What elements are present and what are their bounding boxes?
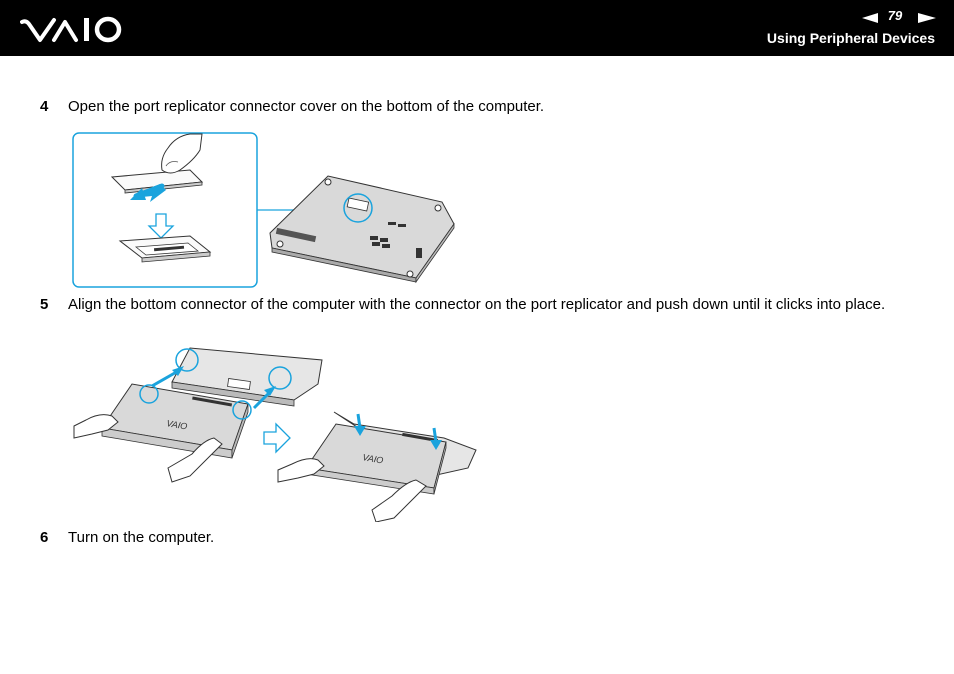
next-page-icon[interactable] <box>918 10 936 28</box>
svg-text:VAIO: VAIO <box>362 452 384 465</box>
step-text: Open the port replicator connector cover… <box>68 98 545 115</box>
vaio-logo <box>20 12 124 49</box>
header-bar: 79 Using Peripheral Devices <box>0 0 954 56</box>
prev-page-icon[interactable] <box>862 10 878 28</box>
docking-illustration: VAIO VAIO <box>72 342 482 527</box>
connector-cover-illustration <box>70 130 470 295</box>
step-number: 6 <box>40 529 49 546</box>
step-number: 5 <box>40 296 49 313</box>
step-text: Align the bottom connector of the comput… <box>68 296 886 313</box>
step-text: Turn on the computer. <box>68 529 215 546</box>
section-title: Using Peripheral Devices <box>766 30 935 46</box>
step-number: 4 <box>40 98 49 115</box>
svg-text:VAIO: VAIO <box>166 418 188 431</box>
page-navigation: 79 <box>856 6 936 24</box>
page-number: 79 <box>887 8 903 23</box>
